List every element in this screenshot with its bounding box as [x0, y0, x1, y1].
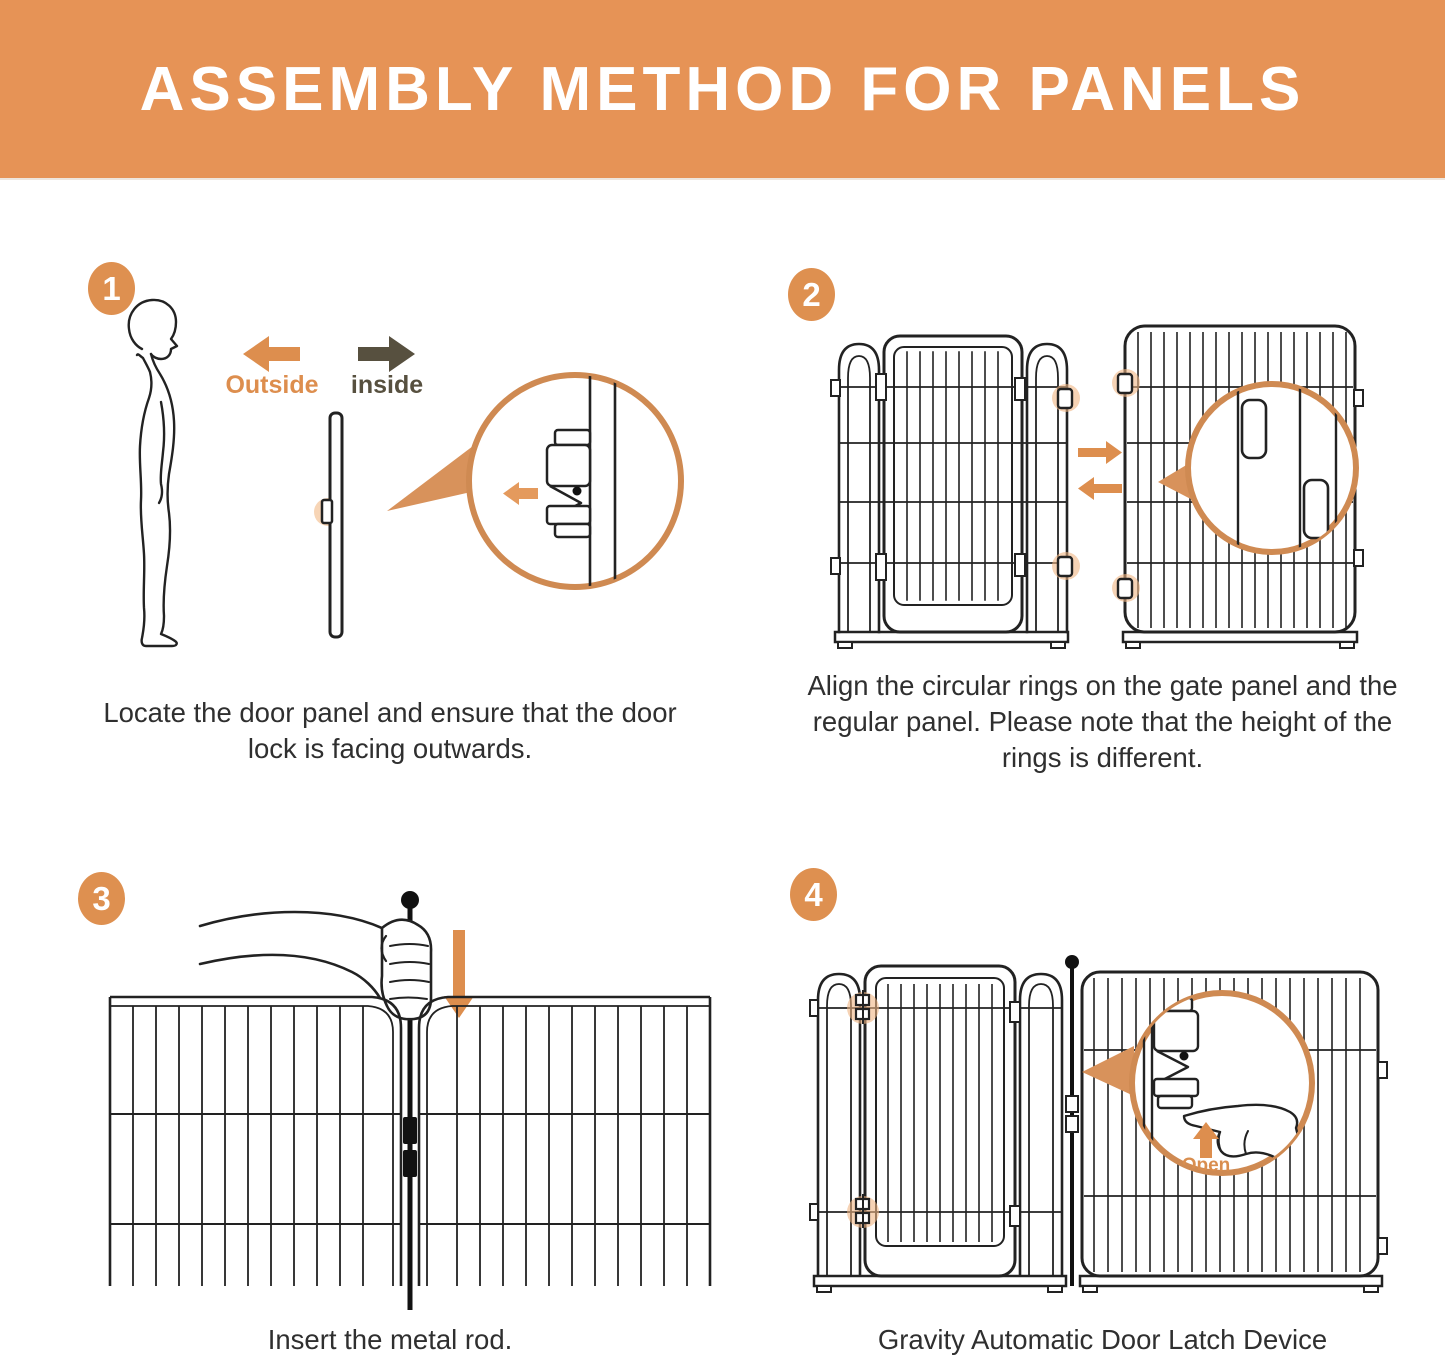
step-1-illustration: Outside inside	[127, 298, 684, 648]
gate-hinges-highlight	[847, 990, 879, 1228]
outside-arrow-icon	[243, 336, 300, 372]
circular-ring-high	[1240, 398, 1268, 460]
gate-panel-rings	[1052, 384, 1080, 580]
step-2-caption: Align the circular rings on the gate pan…	[807, 670, 1398, 773]
lock-detail	[503, 375, 617, 587]
outside-label: Outside	[225, 371, 318, 399]
hand-holding-rod	[198, 910, 433, 1021]
connecting-rod	[1065, 955, 1079, 1286]
down-arrow-icon	[444, 930, 474, 1018]
step-3-number-badge: 3	[78, 872, 125, 925]
transfer-arrows	[1078, 441, 1122, 500]
page-title: ASSEMBLY METHOD FOR PANELS	[139, 54, 1306, 124]
gate-panel	[830, 334, 1070, 649]
magnifier-circle	[1185, 381, 1359, 555]
circular-ring-low	[1302, 478, 1330, 540]
inside-label: inside	[351, 371, 423, 399]
open-arrow-icon	[1193, 1122, 1219, 1158]
inside-arrow-icon	[358, 336, 415, 372]
lock-direction-arrow-icon	[503, 482, 538, 505]
gate-hinge	[875, 373, 887, 401]
step-3-caption: Insert the metal rod.	[267, 1324, 513, 1355]
step-2: 2	[760, 240, 1445, 800]
step-1: 1 Outside inside	[60, 240, 720, 800]
step-4-number-badge: 4	[790, 868, 837, 921]
assembled-gate-panel	[809, 964, 1068, 1293]
step-4-illustration: Open	[809, 955, 1388, 1293]
step-2-number-badge: 2	[788, 268, 835, 321]
gate-hinge	[875, 553, 887, 581]
panel-right	[417, 995, 712, 1286]
step-4-caption: Gravity Automatic Door Latch Device	[877, 1324, 1328, 1355]
regular-panel-rings	[1112, 369, 1140, 602]
step-2-illustration	[830, 324, 1364, 649]
magnifier-pointer	[387, 446, 473, 511]
panel-left	[108, 995, 403, 1286]
step-4: 4	[760, 840, 1445, 1366]
magnifier-pointer	[1082, 1046, 1134, 1096]
step-3-illustration	[108, 891, 712, 1310]
step-1-number-badge: 1	[88, 262, 135, 315]
step-3: 3	[60, 840, 720, 1366]
title-banner: ASSEMBLY METHOD FOR PANELS	[0, 0, 1445, 180]
step-1-caption: Locate the door panel and ensure that th…	[103, 697, 677, 764]
person-silhouette	[127, 298, 179, 648]
door-panel-side-view	[314, 411, 344, 639]
door-lock	[320, 498, 334, 525]
